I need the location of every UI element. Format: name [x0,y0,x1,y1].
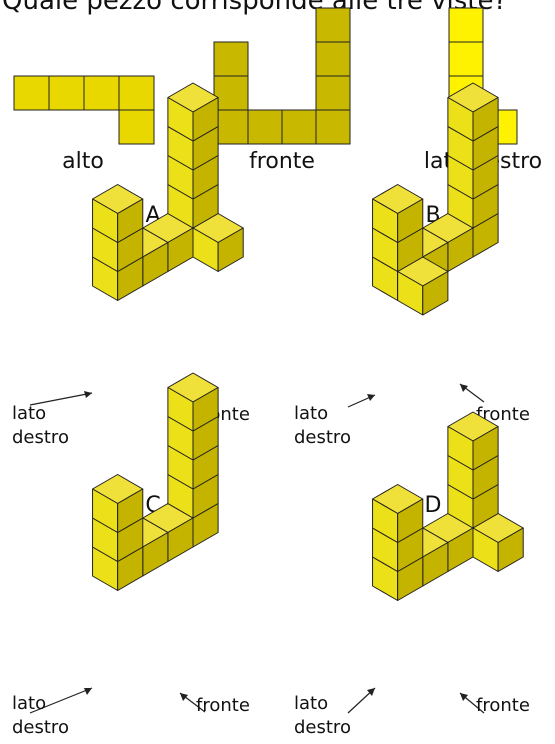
cube-right-face [497,527,524,572]
cube-right-face [192,387,219,432]
cube [372,184,424,243]
view-front-square [213,75,249,111]
view-top-square [48,75,85,111]
header-text: Quale pezzo corrisponde alle tre viste? [2,0,508,16]
view-top-label: alto [62,149,104,174]
option-b-label-right-side: lato destro [294,403,351,448]
label-right-side-line2: destro [12,427,69,448]
view-top-square [83,75,120,111]
view-top: alto [13,75,155,174]
label-right-side-line2: destro [294,717,351,738]
cube [447,82,499,142]
cube [447,411,499,471]
cube [92,474,144,533]
view-front-label: fronte [249,149,315,174]
option-a-label-right-side-text: lato [12,403,46,424]
option-d-figure [372,411,524,601]
cube-right-face [422,271,449,316]
option-d-letter: D [425,493,442,518]
option-b-figure [372,82,499,316]
option-b-arrowhead-right-side [367,394,375,401]
cube-right-face [117,488,144,533]
option-d-arrowhead-front [460,693,468,701]
view-top-square [118,109,155,145]
view-front-square [315,109,351,145]
cube-right-face [192,97,219,142]
option-c-label-front: fronte [196,695,250,716]
option-d[interactable]: D lato destro fronte [294,411,530,738]
option-d-label-front: fronte [476,695,530,716]
option-b[interactable]: B lato destro fronte [294,82,530,448]
option-a-figure [92,82,244,301]
option-d-label-right-side: lato destro [294,693,351,738]
view-front-square [213,109,249,145]
option-c[interactable]: C lato destro fronte [12,372,250,738]
view-front-square [247,109,283,145]
option-a[interactable]: A lato destro fronte [12,82,250,448]
view-front-square [315,75,351,111]
label-right-side-line2: destro [12,717,69,738]
option-b-arrowhead-front [460,384,468,392]
option-a-label-right-side: lato destro [12,403,69,448]
option-c-label-right-side: lato destro [12,693,69,738]
option-d-label-right-side-text: lato [294,693,328,714]
view-front-square [281,109,317,145]
option-c-arrowhead-right-side [84,688,92,695]
cube [92,184,144,243]
cube-right-face [217,227,244,272]
view-right-square [448,7,484,43]
cube-right-face [117,198,144,243]
view-top-square [118,75,155,111]
view-top-square [13,75,50,111]
cube [167,372,219,432]
option-c-arrowhead-front [180,693,188,701]
option-b-label-right-side-text: lato [294,403,328,424]
cube [167,82,219,142]
cube-right-face [472,426,499,471]
view-front-square [315,41,351,77]
option-b-label-front: fronte [476,404,530,425]
cube-right-face [397,198,424,243]
option-c-label-right-side-text: lato [12,693,46,714]
cube [372,484,424,543]
label-right-side-line2: destro [294,427,351,448]
view-right-square [448,41,484,77]
option-d-arrowhead-right-side [367,688,375,696]
view-front-square [315,7,351,43]
view-front: fronte [213,7,351,174]
option-c-arrow-right-side [29,687,93,714]
option-c-figure [92,372,219,591]
option-a-arrowhead-right-side [84,391,92,398]
view-front-square [213,41,249,77]
cube-right-face [397,498,424,543]
cube-right-face [472,97,499,142]
option-a-arrow-right-side [29,392,93,406]
